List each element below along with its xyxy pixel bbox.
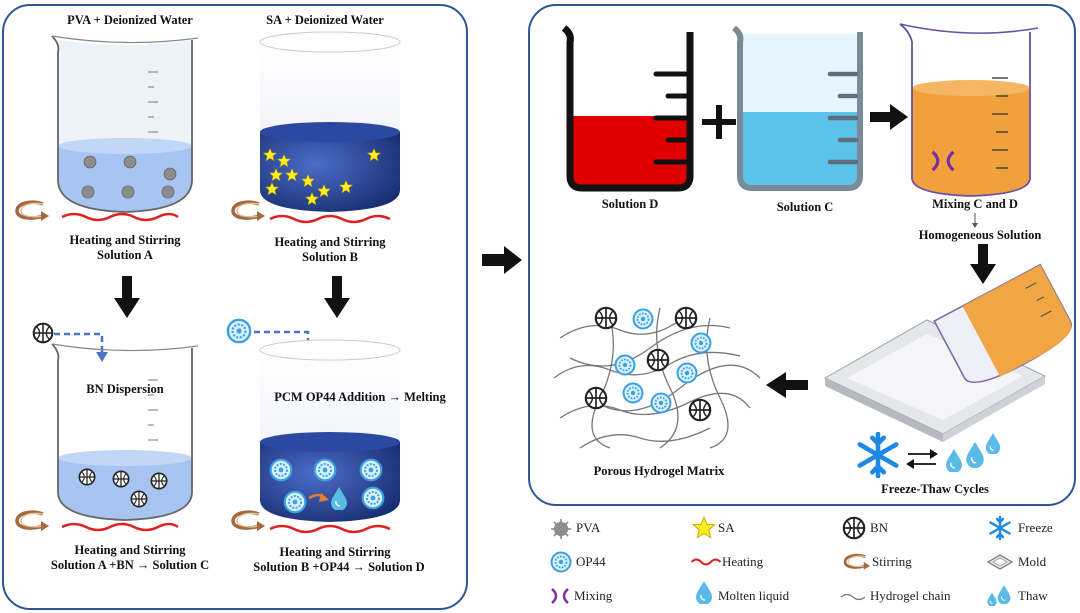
thaw-icon bbox=[986, 584, 1011, 606]
beaker-d-op44 bbox=[259, 339, 401, 522]
snowflake-icon bbox=[855, 432, 901, 478]
mold-with-pouring bbox=[823, 263, 1073, 442]
down-arrow-a bbox=[114, 276, 140, 318]
exchange-arrows-icon bbox=[906, 449, 938, 469]
heating-icon bbox=[61, 522, 179, 532]
heating-icon bbox=[269, 524, 391, 534]
mixing-legend-icon bbox=[550, 586, 570, 606]
molten-liquid-icon bbox=[694, 580, 714, 604]
beaker-solution-c bbox=[732, 25, 863, 191]
stirring-icon bbox=[12, 200, 50, 222]
down-arrow-b bbox=[324, 276, 350, 318]
mold-icon bbox=[986, 554, 1014, 570]
freeze-icon bbox=[988, 516, 1012, 540]
hydrogel-chain-icon bbox=[840, 593, 866, 601]
beaker-c-bn bbox=[51, 343, 199, 521]
porous-matrix-label: Porous Hydrogel Matrix bbox=[593, 464, 725, 478]
stirring-icon bbox=[228, 510, 266, 532]
step-a-line1: Heating and Stirring bbox=[69, 233, 181, 247]
stirring-icon bbox=[228, 200, 266, 222]
plus-sign bbox=[702, 105, 736, 139]
step-c-line2: Solution A +BN → Solution C bbox=[50, 558, 210, 572]
small-down-arrow bbox=[972, 213, 978, 228]
legend-sa: SA bbox=[718, 520, 735, 535]
legend-heating: Heating bbox=[722, 554, 764, 569]
legend-pva: PVA bbox=[576, 520, 601, 535]
beaker-b-title: SA + Deionized Water bbox=[266, 13, 384, 27]
homogeneous-label: Homogeneous Solution bbox=[918, 228, 1042, 242]
water-drops-icon bbox=[945, 432, 1001, 472]
legend-stirring: Stirring bbox=[872, 554, 912, 569]
mixing-label: Mixing C and D bbox=[932, 197, 1018, 211]
down-arrow-mold bbox=[970, 244, 996, 284]
beaker-a-title: PVA + Deionized Water bbox=[67, 13, 193, 27]
sa-star-icon bbox=[692, 516, 716, 540]
legend-molten-liquid: Molten liquid bbox=[718, 588, 790, 603]
legend-freeze: Freeze bbox=[1018, 520, 1053, 535]
heating-legend-icon bbox=[690, 556, 722, 568]
stirring-legend-icon bbox=[842, 553, 870, 571]
step-b-line1: Heating and Stirring bbox=[274, 235, 386, 249]
step-c-line1: Heating and Stirring bbox=[74, 543, 186, 557]
step-b-line2: Solution B bbox=[302, 250, 358, 264]
legend-bn: BN bbox=[870, 520, 889, 535]
step-a-line2: Solution A bbox=[97, 248, 153, 262]
step-d-line2: Solution B +OP44 → Solution D bbox=[253, 560, 425, 574]
legend-mixing: Mixing bbox=[574, 588, 613, 603]
op44-icon bbox=[226, 318, 252, 344]
beaker-mixing bbox=[899, 23, 1039, 197]
right-arrow-mix bbox=[870, 104, 908, 130]
stirring-icon bbox=[12, 510, 50, 532]
legend-op44: OP44 bbox=[576, 554, 606, 569]
pva-icon bbox=[550, 518, 572, 540]
right-arrow-main bbox=[482, 246, 522, 274]
legend-thaw: Thaw bbox=[1018, 588, 1048, 603]
solution-c-label: Solution C bbox=[776, 200, 834, 214]
solution-d-label: Solution D bbox=[601, 197, 659, 211]
freeze-thaw-label: Freeze-Thaw Cycles bbox=[881, 482, 989, 496]
left-arrow-matrix bbox=[766, 372, 808, 398]
beaker-a-pva bbox=[51, 35, 199, 213]
heating-icon bbox=[61, 212, 179, 222]
bn-add-arrow bbox=[54, 332, 108, 362]
step-d-line1: Heating and Stirring bbox=[279, 545, 391, 559]
bn-dispersion-label: BN Dispersion bbox=[86, 382, 164, 396]
bn-legend-icon bbox=[842, 516, 866, 540]
pcm-addition-label: PCM OP44 Addition → Melting bbox=[274, 390, 446, 404]
heating-icon bbox=[269, 214, 391, 224]
beaker-solution-d bbox=[561, 25, 694, 192]
legend-hydrogel-chain: Hydrogel chain bbox=[870, 588, 951, 603]
op44-legend-icon bbox=[550, 551, 572, 573]
beaker-b-sa bbox=[259, 31, 401, 212]
porous-hydrogel-matrix bbox=[553, 306, 761, 449]
legend-mold: Mold bbox=[1018, 554, 1047, 569]
